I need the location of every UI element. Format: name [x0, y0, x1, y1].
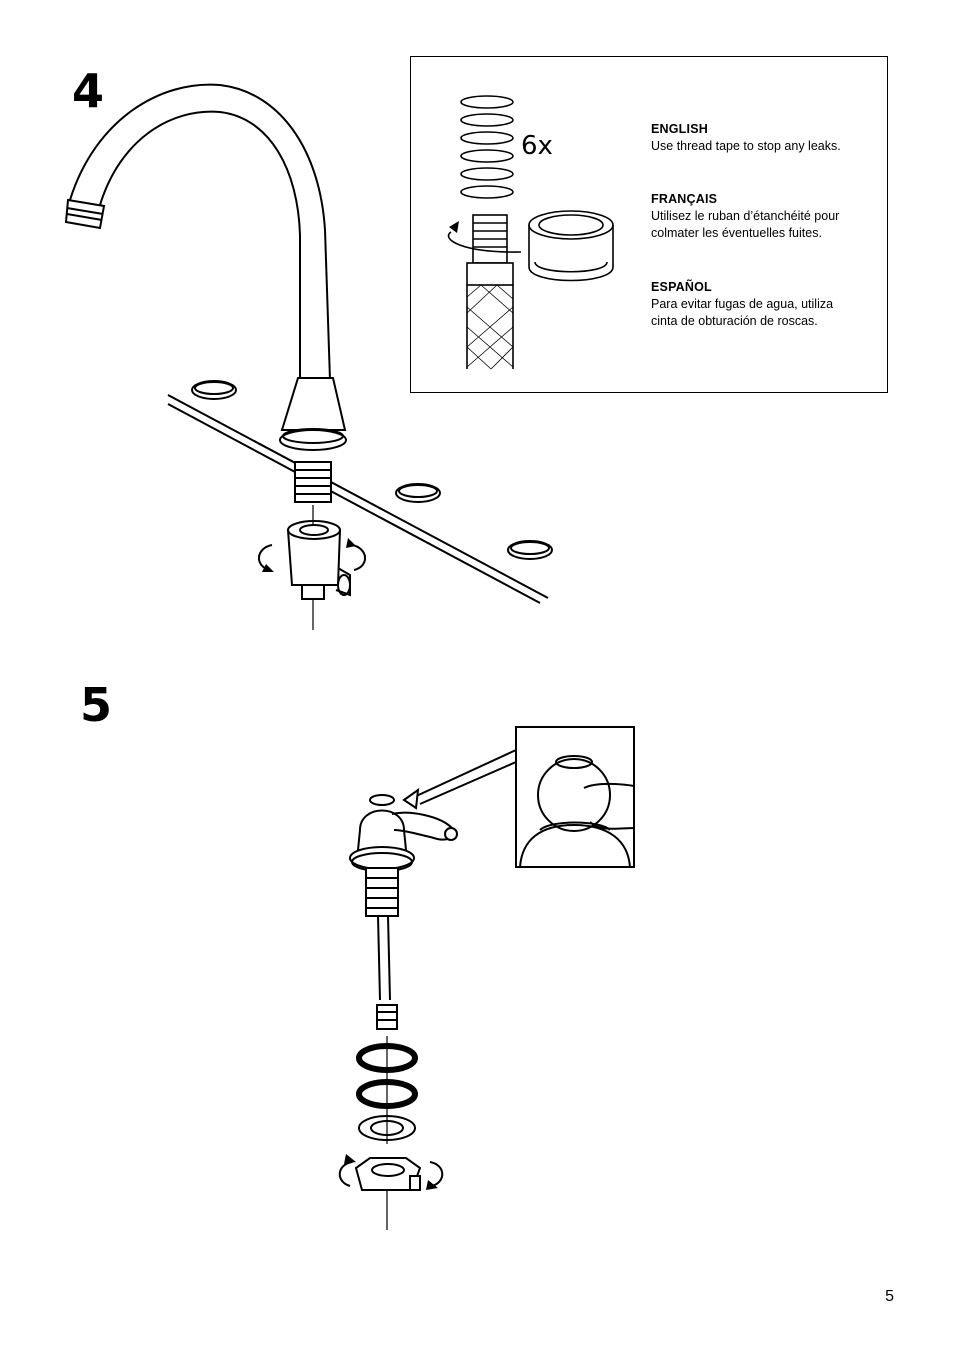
repetition-count: 6x	[521, 131, 553, 161]
step-number-5: 5	[80, 678, 113, 732]
instruction-text: Utilisez le ruban d’étanchéité pour colm…	[651, 209, 840, 240]
thread-tape-callout: 6x ENGLISH Use thread tape to stop any l…	[410, 56, 888, 393]
thread-tape-illustration	[447, 95, 614, 370]
instruction-text: Para evitar fugas de agua, utiliza cinta…	[651, 297, 834, 328]
instruction-english: ENGLISH Use thread tape to stop any leak…	[651, 121, 851, 155]
instruction-french: FRANÇAIS Utilisez le ruban d’étanchéité …	[651, 191, 851, 242]
language-title: FRANÇAIS	[651, 192, 718, 206]
language-title: ENGLISH	[651, 122, 708, 136]
instruction-text: Use thread tape to stop any leaks.	[651, 139, 841, 153]
language-title: ESPAÑOL	[651, 280, 712, 294]
handle-assembly-illustration	[338, 726, 635, 1230]
page-number: 5	[885, 1288, 894, 1305]
faucet-installation-illustration	[64, 83, 553, 630]
instruction-spanish: ESPAÑOL Para evitar fugas de agua, utili…	[651, 279, 851, 330]
step-number-4: 4	[72, 64, 105, 118]
